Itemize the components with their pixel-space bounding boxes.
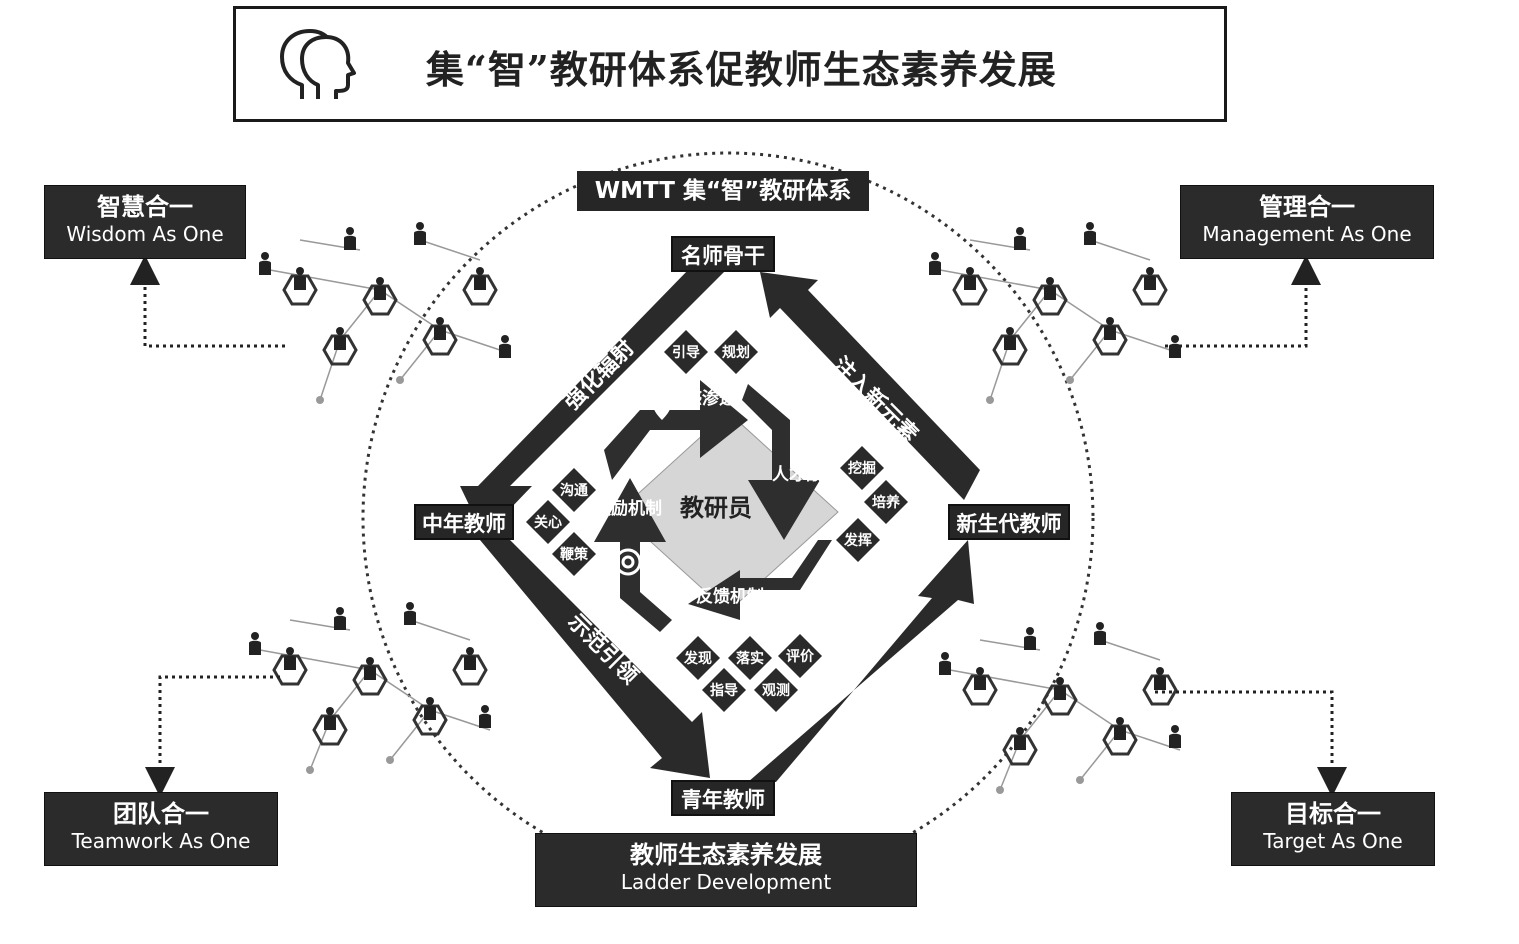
node-left: 中年教师 (414, 504, 514, 540)
title-banner: 集“智”教研体系促教师生态素养发展 (233, 6, 1227, 122)
system-label: WMTT 集“智”教研体系 (577, 171, 869, 211)
diamond-left-0 (552, 468, 596, 512)
diamond-top-1 (714, 330, 758, 374)
diamond-label-top-0: 引导 (672, 345, 700, 361)
corner-top-right-zh: 管理合一 (1259, 193, 1355, 221)
diamond-bottom-3 (702, 668, 746, 712)
diamond-label-bottom-2: 评价 (786, 649, 815, 665)
connector-bottom-left (145, 675, 280, 797)
people-icon (790, 431, 818, 452)
network-cluster-top-right (929, 222, 1181, 404)
corner-top-left-zh: 智慧合一 (97, 193, 193, 221)
corner-box-top-right: 管理合一 Management As One (1180, 185, 1434, 259)
diamond-label-bottom-0: 发现 (683, 650, 712, 667)
outer-arrow-label-top-left: 强化辐射 (559, 335, 640, 416)
inner-arrow-label-left: 激励机制 (594, 498, 662, 519)
inner-arrow-label-bottom: 反馈机制 (696, 586, 764, 607)
diamond-left-1 (526, 500, 570, 544)
diamond-label-top-1: 规划 (722, 344, 750, 361)
diamond-label-left-2: 鞭策 (560, 546, 589, 563)
diamond-bottom-0 (676, 636, 720, 680)
diamond-right-2 (836, 518, 880, 562)
diamond-label-right-1: 培养 (872, 494, 901, 511)
inner-arrow-right (742, 384, 820, 540)
corner-box-top-left: 智慧合一 Wisdom As One (44, 185, 246, 259)
heart-icon (653, 399, 671, 420)
corner-top-left-en: Wisdom As One (66, 222, 224, 246)
diamond-top-0 (664, 330, 708, 374)
refresh-icon (756, 593, 780, 616)
page-title: 集“智”教研体系促教师生态素养发展 (426, 47, 1057, 92)
connector-top-right (1165, 255, 1321, 348)
network-cluster-top-left (259, 222, 511, 404)
corner-bottom-right-zh: 目标合一 (1285, 800, 1381, 828)
diamond-label-left-1: 关心 (534, 514, 562, 531)
arrow-band-bottom-left (480, 540, 710, 778)
inner-arrow-bottom (688, 540, 832, 620)
diamond-left-2 (552, 532, 596, 576)
diamond-label-bottom-3: 指导 (710, 682, 738, 699)
arrow-band-bottom-right (748, 540, 974, 782)
diamond-bottom-1 (728, 636, 772, 680)
inner-arrow-left (594, 478, 672, 632)
corner-bottom-right-en: Target As One (1263, 829, 1403, 853)
network-cluster-bottom-right (939, 622, 1181, 794)
corner-bottom-left-en: Teamwork As One (71, 829, 251, 853)
arrow-band-top-left (460, 268, 728, 536)
diamond-label-right-0: 挖掘 (848, 460, 876, 477)
diamond-bottom-4 (754, 668, 798, 712)
diamond-right-1 (864, 480, 908, 524)
bottom-label-en: Ladder Development (620, 870, 832, 894)
corner-box-bottom-right: 目标合一 Target As One (1231, 792, 1435, 866)
diamond-label-left-0: 沟通 (560, 482, 588, 499)
connector-top-left (130, 255, 285, 348)
diamond-bottom-2 (778, 634, 822, 678)
bottom-label-box: 教师生态素养发展 Ladder Development (535, 833, 917, 907)
bottom-label-zh: 教师生态素养发展 (630, 841, 822, 869)
node-bottom: 青年教师 (671, 780, 775, 816)
inner-arrow-top (604, 380, 748, 480)
diamond-label-right-2: 发挥 (843, 532, 872, 549)
outer-dotted-circle (361, 151, 1095, 885)
diamond-right-0 (840, 446, 884, 490)
two-heads-icon (280, 29, 356, 99)
arrow-band-top-right (760, 272, 980, 500)
node-right: 新生代教师 (948, 504, 1070, 540)
inner-arrow-label-top: 情感渗透 (668, 388, 737, 409)
target-icon (614, 548, 642, 576)
connector-bottom-right (1155, 690, 1347, 797)
node-top: 名师骨干 (671, 236, 775, 272)
diamond-label-bottom-1: 落实 (736, 650, 764, 667)
outer-arrow-label-bottom-right: 勇于担当 (819, 623, 899, 703)
inner-arrow-label-right: 人才战略 (772, 464, 841, 485)
center-label: 教研员 (680, 494, 752, 522)
diamond-label-bottom-4: 观测 (762, 682, 790, 699)
corner-box-bottom-left: 团队合一 Teamwork As One (44, 792, 278, 866)
corner-top-right-en: Management As One (1202, 222, 1412, 246)
corner-bottom-left-zh: 团队合一 (113, 800, 209, 828)
network-cluster-bottom-left (249, 602, 491, 774)
